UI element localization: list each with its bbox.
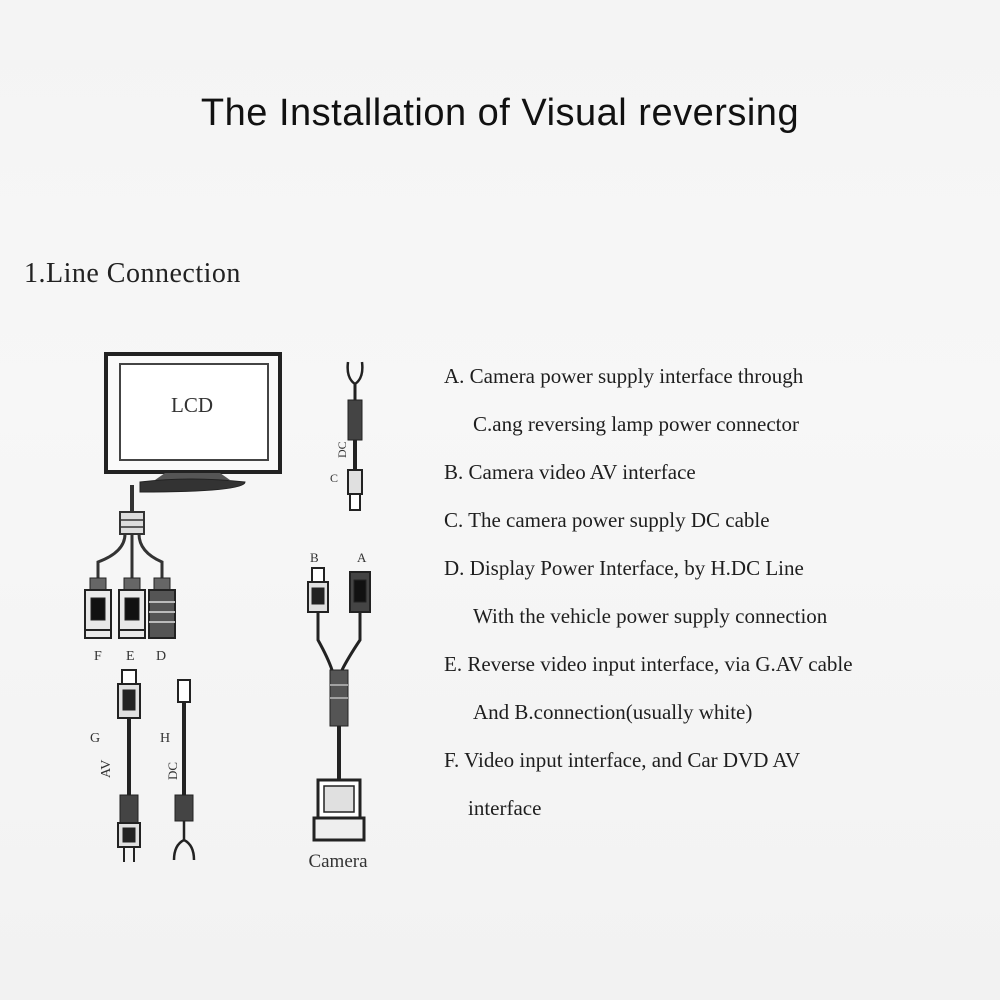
wiring-diagram: LCD F E D <box>84 352 371 872</box>
camera-label: Camera <box>308 851 368 872</box>
legend-item: C. The camera power supply DC cable <box>444 508 770 532</box>
section-heading: 1.Line Connection <box>24 258 241 289</box>
label-h: H <box>160 731 170 746</box>
connector-d <box>148 577 176 639</box>
label-f: F <box>94 649 102 664</box>
dc-cable-bottom-label: DC <box>165 762 180 780</box>
dc-cable-h <box>172 679 196 861</box>
connector-e <box>118 577 146 639</box>
lcd-monitor: LCD <box>104 352 282 493</box>
legend-item: A. Camera power supply interface through <box>444 364 804 388</box>
legend-item: B. Camera video AV interface <box>444 460 696 484</box>
legend-item: C.ang reversing lamp power connector <box>473 412 799 436</box>
legend-item: And B.connection(usually white) <box>473 700 753 724</box>
av-cable-label: AV <box>99 760 114 778</box>
camera-cable <box>307 567 371 842</box>
label-a: A <box>357 550 367 565</box>
dc-cable-c <box>346 361 364 511</box>
dc-cable-top-label: DC <box>335 441 349 458</box>
av-cable-g <box>117 669 141 862</box>
legend-item: F. Video input interface, and Car DVD AV <box>444 748 801 772</box>
label-d: D <box>156 649 166 664</box>
label-c: C <box>330 471 338 485</box>
lcd-label: LCD <box>171 393 213 417</box>
legend-item: E. Reverse video input interface, via G.… <box>444 652 853 676</box>
page-title: The Installation of Visual reversing <box>200 92 800 134</box>
legend-item: D. Display Power Interface, by H.DC Line <box>444 556 804 580</box>
label-e: E <box>126 649 135 664</box>
lcd-cable-harness <box>96 485 164 578</box>
legend-list: A. Camera power supply interface through… <box>444 358 989 838</box>
legend-item: interface <box>468 796 542 820</box>
label-b: B <box>310 550 319 565</box>
connector-f <box>84 577 112 639</box>
label-g: G <box>90 731 100 746</box>
legend-item: With the vehicle power supply connection <box>473 604 828 628</box>
